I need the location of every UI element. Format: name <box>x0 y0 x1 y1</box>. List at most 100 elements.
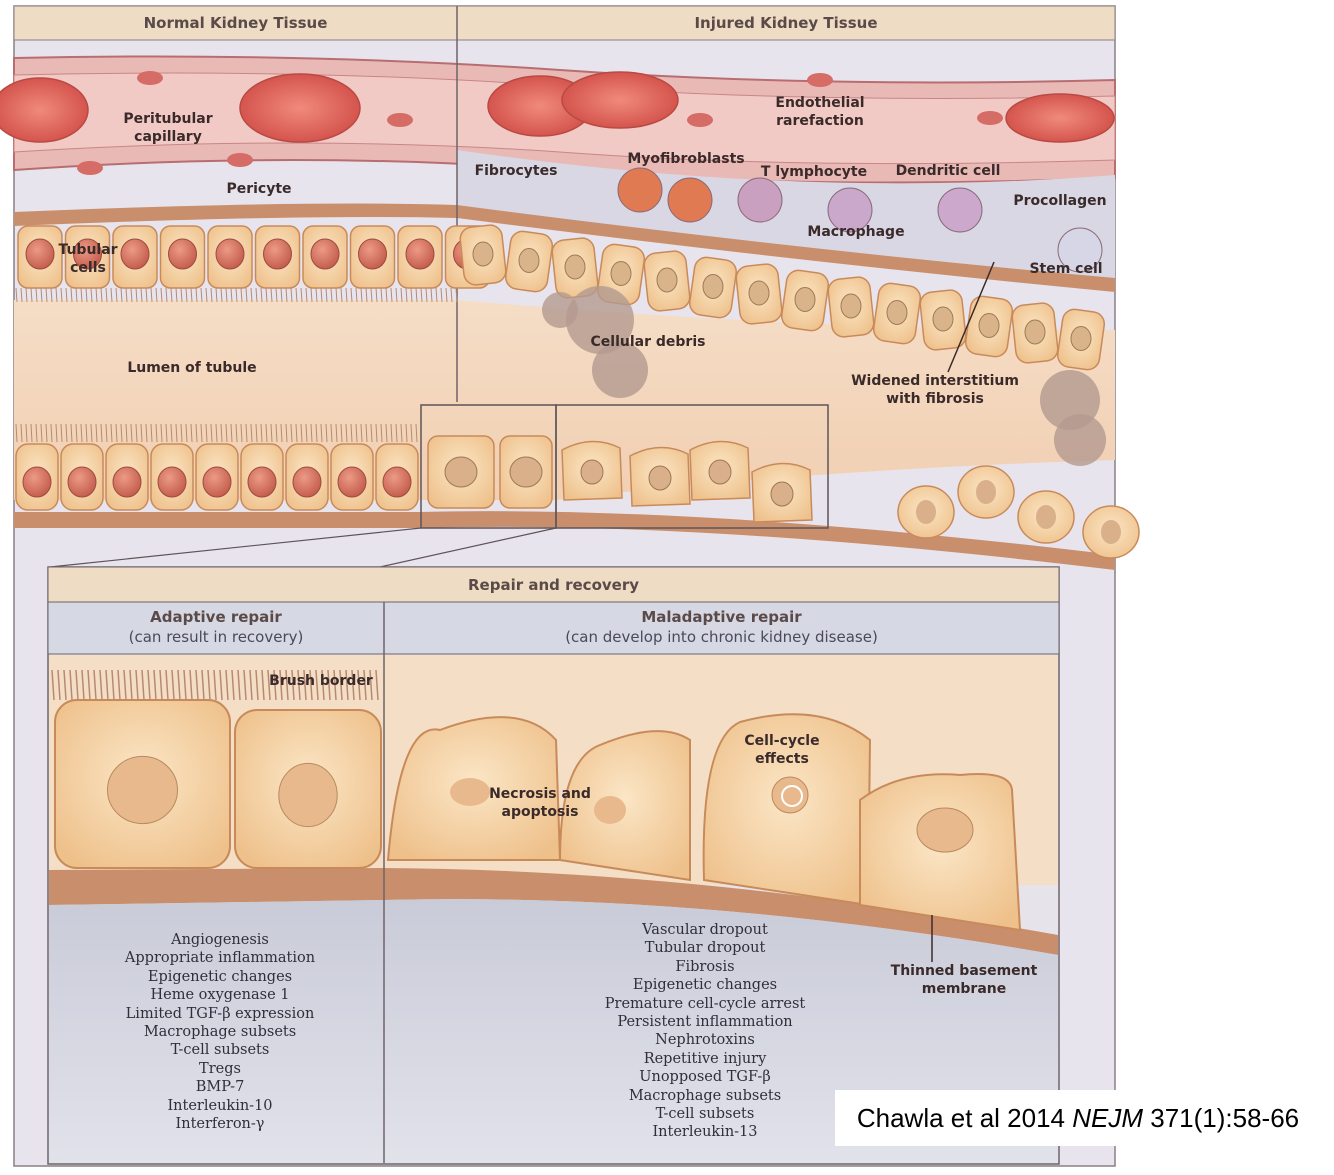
maladaptive-inset-nucleus <box>581 460 603 484</box>
list-item: Epigenetic changes <box>60 968 380 986</box>
list-item: Angiogenesis <box>60 931 380 949</box>
label-pericyte: Pericyte <box>222 180 296 198</box>
cell-nucleus <box>23 467 51 497</box>
label-necrosis-apoptosis: Necrosis andapoptosis <box>474 785 606 821</box>
cell-nucleus <box>406 239 434 269</box>
injured-cell-nucleus <box>979 314 999 338</box>
list-item: Interleukin-13 <box>540 1123 870 1141</box>
label-thinned-basement-membrane: Thinned basementmembrane <box>880 962 1048 998</box>
interstitial-cell <box>618 168 662 212</box>
maladaptive-repair-subtitle: (can develop into chronic kidney disease… <box>384 627 1059 647</box>
injured-cell-nucleus <box>887 301 907 325</box>
maladaptive-inset-nucleus <box>649 466 671 490</box>
cell-nucleus <box>383 467 411 497</box>
sloughed-nucleus <box>976 480 996 504</box>
list-item: Unopposed TGF-β <box>540 1068 870 1086</box>
endothelial-nucleus <box>807 73 833 87</box>
list-item: Persistent inflammation <box>540 1013 870 1031</box>
list-item: Epigenetic changes <box>540 976 870 994</box>
injured-cell-nucleus <box>841 294 861 318</box>
list-item: Tubular dropout <box>540 939 870 957</box>
interstitial-cell <box>738 178 782 222</box>
label-endothelial-rarefaction: Endothelialrarefaction <box>760 94 880 130</box>
injured-cell-nucleus <box>657 268 677 292</box>
adaptive-repair-subtitle: (can result in recovery) <box>48 627 384 647</box>
red-blood-cell <box>0 78 88 142</box>
endothelial-nucleus <box>137 71 163 85</box>
endothelial-nucleus <box>387 113 413 127</box>
adaptive-inset-nucleus <box>445 457 477 487</box>
label-lumen-of-tubule: Lumen of tubule <box>112 359 272 377</box>
injured-cell-nucleus <box>933 307 953 331</box>
label-t-lymphocyte: T lymphocyte <box>754 163 874 181</box>
injured-cell-nucleus <box>611 262 631 286</box>
endothelial-nucleus <box>687 113 713 127</box>
adaptive-repair-nucleus <box>108 756 178 823</box>
list-item: T-cell subsets <box>540 1105 870 1123</box>
cell-nucleus <box>113 467 141 497</box>
interstitial-cell <box>668 178 712 222</box>
header-injured-tissue: Injured Kidney Tissue <box>457 13 1115 33</box>
list-item: BMP-7 <box>60 1078 380 1096</box>
injured-cell-nucleus <box>473 242 493 266</box>
label-tubular-cells: Tubularcells <box>50 241 126 277</box>
red-blood-cell <box>1006 94 1114 142</box>
list-item: Heme oxygenase 1 <box>60 986 380 1004</box>
citation-box: Chawla et al 2014 NEJM 371(1):58-66 <box>835 1090 1321 1146</box>
cell-nucleus <box>203 467 231 497</box>
endothelial-nucleus <box>977 111 1003 125</box>
label-procollagen: Procollagen <box>1008 192 1112 210</box>
citation-suffix: 371(1):58-66 <box>1143 1103 1299 1133</box>
list-item: Fibrosis <box>540 958 870 976</box>
endothelial-nucleus <box>227 153 253 167</box>
injured-cell-nucleus <box>1025 320 1045 344</box>
injured-cell-nucleus <box>703 275 723 299</box>
list-item: Interleukin-10 <box>60 1097 380 1115</box>
adaptive-repair-nucleus <box>279 763 337 826</box>
cell-nucleus <box>311 239 339 269</box>
list-item: Macrophage subsets <box>60 1023 380 1041</box>
label-cell-cycle-effects: Cell-cycleeffects <box>730 732 834 768</box>
adaptive-repair-title: Adaptive repair <box>48 607 384 627</box>
label-cellular-debris: Cellular debris <box>582 333 714 351</box>
list-item: Macrophage subsets <box>540 1087 870 1105</box>
red-blood-cell <box>562 72 678 128</box>
list-item: Nephrotoxins <box>540 1031 870 1049</box>
debris-blob <box>542 292 578 328</box>
citation-prefix: Chawla et al 2014 <box>857 1103 1072 1133</box>
list-item: Appropriate inflammation <box>60 949 380 967</box>
list-item: T-cell subsets <box>60 1041 380 1059</box>
maladaptive-repair-list: Vascular dropoutTubular dropoutFibrosisE… <box>540 921 870 1142</box>
injured-cell-nucleus <box>1071 327 1091 351</box>
debris-blob <box>1054 414 1106 466</box>
endothelial-nucleus <box>77 161 103 175</box>
sloughed-nucleus <box>1101 520 1121 544</box>
thinned-membrane-nucleus <box>917 808 973 852</box>
label-stem-cell: Stem cell <box>1022 260 1110 278</box>
maladaptive-inset-nucleus <box>771 482 793 506</box>
label-dendritic-cell: Dendritic cell <box>888 162 1008 180</box>
label-brush-border: Brush border <box>262 672 380 690</box>
injured-cell-nucleus <box>749 281 769 305</box>
header-repair-recovery: Repair and recovery <box>48 575 1059 595</box>
citation-journal: NEJM <box>1072 1103 1143 1133</box>
injured-cell-nucleus <box>795 288 815 312</box>
label-fibrocytes: Fibrocytes <box>470 162 562 180</box>
sloughed-nucleus <box>1036 505 1056 529</box>
cell-nucleus <box>169 239 197 269</box>
cell-nucleus <box>338 467 366 497</box>
maladaptive-inset-nucleus <box>709 460 731 484</box>
adaptive-inset-nucleus <box>510 457 542 487</box>
cell-nucleus <box>359 239 387 269</box>
injured-cell-nucleus <box>519 249 539 273</box>
list-item: Limited TGF-β expression <box>60 1005 380 1023</box>
cell-nucleus <box>158 467 186 497</box>
list-item: Vascular dropout <box>540 921 870 939</box>
label-macrophage: Macrophage <box>800 223 912 241</box>
label-myofibroblasts: Myofibroblasts <box>624 150 748 168</box>
injured-cell-nucleus <box>565 255 585 279</box>
list-item: Interferon-γ <box>60 1115 380 1133</box>
